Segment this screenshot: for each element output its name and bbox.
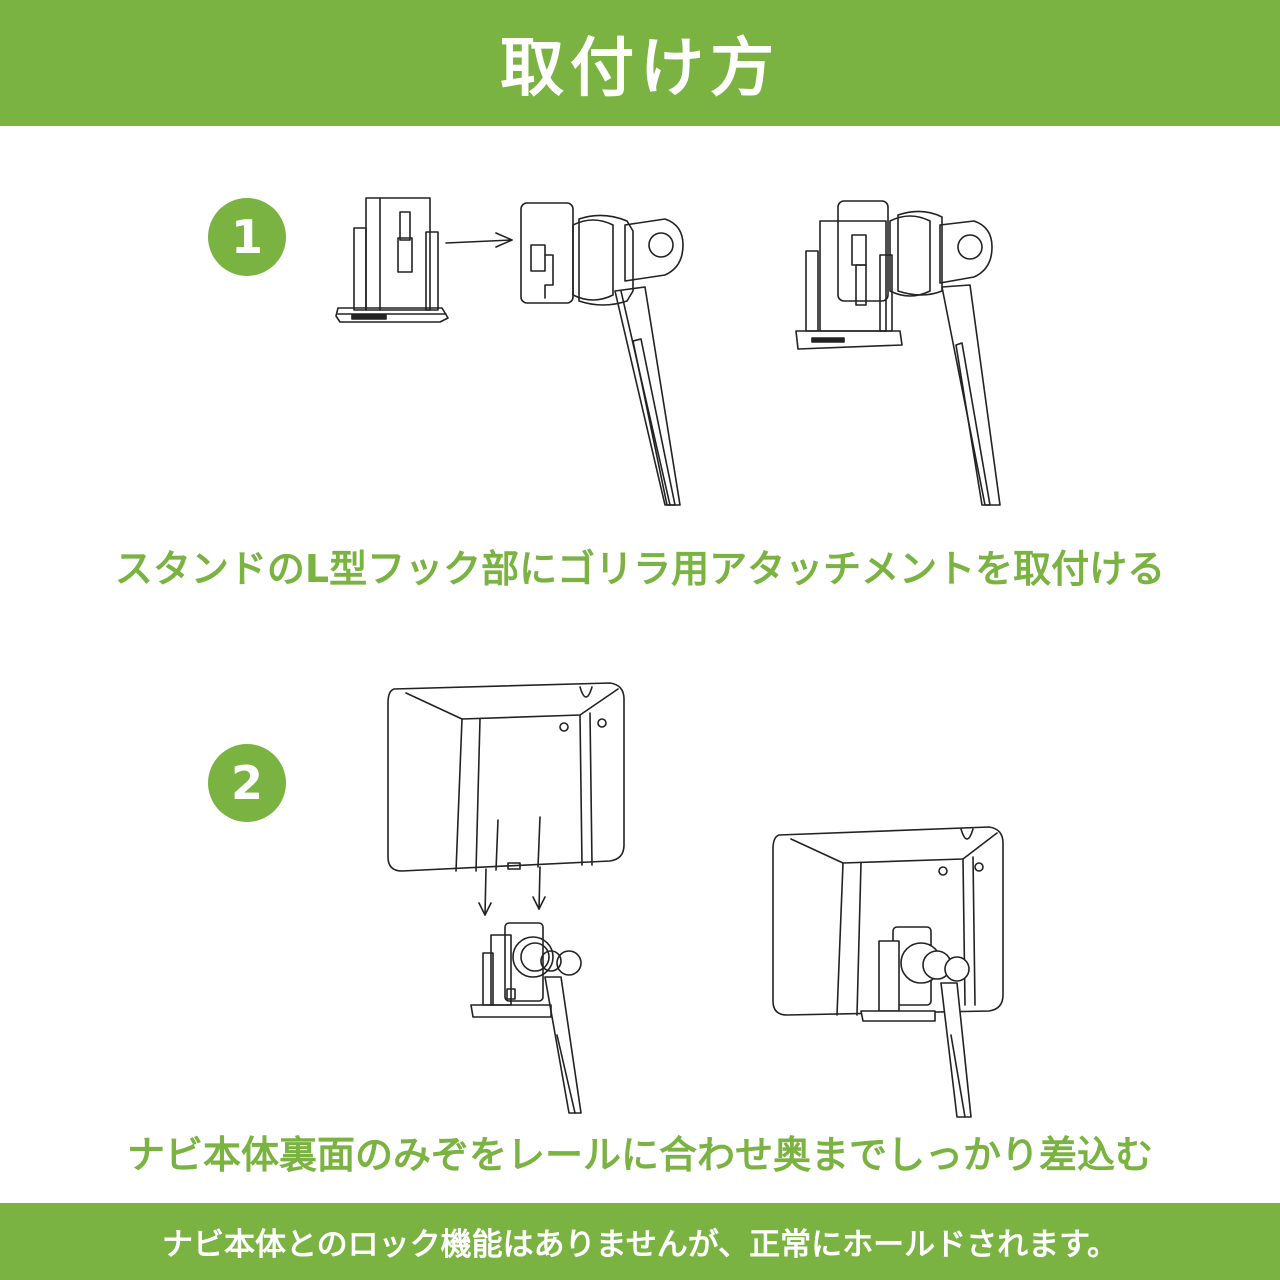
step-2-navi-device-illustration xyxy=(387,682,625,872)
step-1-caption: スタンドのL型フック部にゴリラ用アタッチメントを取付ける xyxy=(114,547,1166,591)
step-2-caption: ナビ本体裏面のみぞをレールに合わせ奥までしっかり差込む xyxy=(126,1133,1153,1177)
step-2-down-arrows-icon xyxy=(478,866,546,916)
page-title: 取付け方 xyxy=(500,32,780,106)
footer-note-banner: ナビ本体とのロック機能はありませんが、正常にホールドされます。 xyxy=(0,1203,1280,1280)
step-1-badge: 1 xyxy=(208,198,286,276)
step-1-arrow-icon xyxy=(445,232,513,248)
step-1-assembled-illustration xyxy=(795,200,1001,506)
step-2-stand-illustration xyxy=(470,922,582,1114)
step-2-assembled-illustration xyxy=(772,826,1004,1118)
header-banner: 取付け方 xyxy=(0,0,1280,126)
step-2-badge: 2 xyxy=(208,744,286,822)
step-1-attachment-illustration xyxy=(335,197,449,323)
step-1-stand-illustration xyxy=(520,202,684,506)
footer-note: ナビ本体とのロック機能はありませんが、正常にホールドされます。 xyxy=(161,1227,1119,1263)
